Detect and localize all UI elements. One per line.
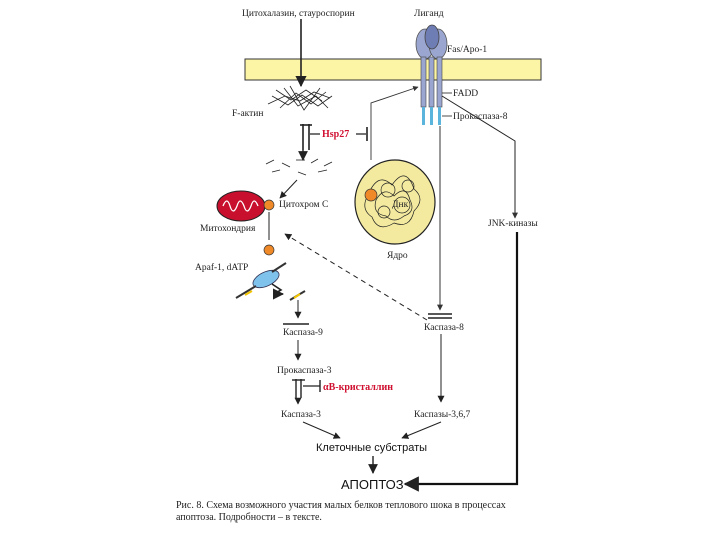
apaf-oval	[252, 269, 280, 289]
cytochrome-c-dot	[263, 199, 275, 211]
ab-crystallin-label: αB-кристаллин	[323, 382, 393, 393]
procaspase3-label: Прокаспаза-3	[277, 366, 332, 376]
cytochalasin-label: Цитохалазин, стауроспорин	[242, 9, 355, 19]
apaf-label: Apaf-1, dATP	[195, 262, 248, 273]
substrates-label: Клеточные субстраты	[316, 442, 427, 454]
caption-line-1: Рис. 8. Схема возможного участия малых б…	[176, 500, 506, 511]
caption-line-2: апоптоза. Подробности – в тексте.	[176, 512, 322, 523]
nucleus-dot	[364, 188, 378, 202]
mitochondria-label: Митохондрия	[200, 224, 256, 234]
cytochrome-c-free-dot	[263, 244, 275, 256]
fragmented-actin	[265, 158, 333, 176]
fadd-label: FADD	[453, 89, 478, 99]
procaspase9-rods	[235, 262, 306, 301]
hsp27-label: Hsp27	[322, 129, 349, 140]
caspase367-label: Каспазы-3,6,7	[414, 410, 470, 420]
caspase8-label: Каспаза-8	[424, 323, 464, 333]
procaspase8-label: Прокаспаза-8	[453, 112, 508, 122]
caspase9-label: Каспаза-9	[283, 328, 323, 338]
caspase3-label: Каспаза-3	[281, 410, 321, 420]
apoptosis-label: АПОПТОЗ	[341, 477, 404, 492]
jnk-label: JNK-киназы	[488, 219, 538, 229]
dna-label: Днк	[392, 200, 409, 210]
f-actin-network	[267, 85, 333, 111]
cytochrome-c-label: Цитохром С	[279, 200, 328, 210]
nucleus	[354, 159, 436, 245]
mitochondrion	[216, 190, 266, 222]
nucleus-label: Ядро	[387, 251, 408, 261]
figure-caption: Рис. 8. Схема возможного участия малых б…	[176, 500, 556, 524]
ligand-label: Лиганд	[414, 9, 444, 19]
f-actin-label: F-актин	[232, 109, 263, 119]
fas-apo-label: Fas/Apo-1	[447, 45, 487, 55]
cell-membrane	[244, 58, 542, 81]
procaspase8-bars	[422, 107, 441, 125]
